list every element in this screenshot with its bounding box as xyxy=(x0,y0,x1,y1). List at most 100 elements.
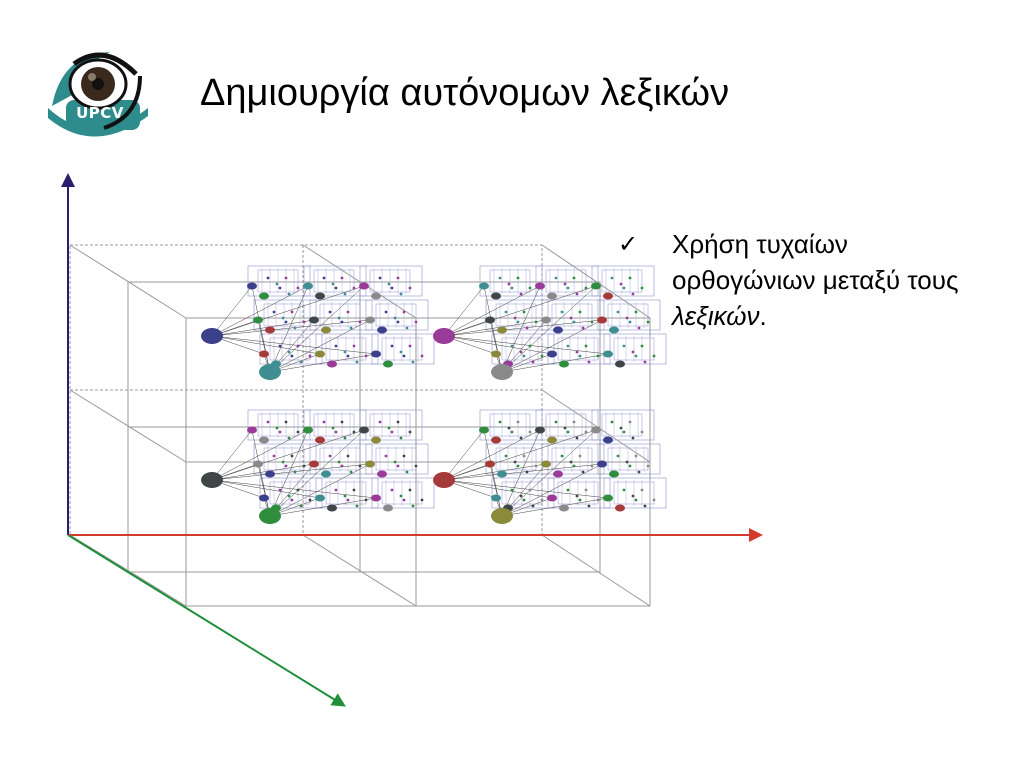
micro-node xyxy=(284,320,288,324)
small-node xyxy=(497,470,507,478)
dictionary-blocks xyxy=(201,265,667,524)
micro-node xyxy=(390,286,394,290)
small-node xyxy=(359,282,369,290)
subgrid-box xyxy=(485,299,549,331)
micro-node xyxy=(578,310,582,314)
micro-node xyxy=(528,488,532,492)
subgrid-box xyxy=(303,265,367,297)
micro-node xyxy=(402,498,406,502)
micro-node xyxy=(528,286,532,290)
micro-node xyxy=(266,276,270,280)
micro-node xyxy=(566,488,570,492)
micro-node xyxy=(334,488,338,492)
small-node xyxy=(609,470,619,478)
dictionary-block-top-left xyxy=(201,265,435,380)
small-node xyxy=(383,360,393,368)
micro-node xyxy=(507,282,511,286)
micro-node xyxy=(622,488,626,492)
subgrid-box xyxy=(535,265,599,297)
micro-node xyxy=(578,498,582,502)
micro-node xyxy=(631,436,635,440)
micro-node xyxy=(637,470,641,474)
micro-node xyxy=(563,426,567,430)
micro-node xyxy=(634,454,638,458)
micro-node xyxy=(328,310,332,314)
micro-node xyxy=(420,354,424,358)
micro-node xyxy=(384,310,388,314)
dictionary-block-top-right xyxy=(433,265,667,380)
connection-line xyxy=(501,285,597,373)
micro-node xyxy=(525,470,529,474)
micro-node xyxy=(281,316,285,320)
small-node xyxy=(383,504,393,512)
subgrid-box xyxy=(371,477,435,509)
micro-node xyxy=(584,488,588,492)
micro-node xyxy=(625,460,629,464)
small-node xyxy=(303,282,313,290)
micro-node xyxy=(622,430,626,434)
small-node xyxy=(303,426,313,434)
connection-line xyxy=(443,285,597,337)
micro-node xyxy=(616,310,620,314)
micro-node xyxy=(346,354,350,358)
micro-node xyxy=(281,460,285,464)
micro-node xyxy=(287,292,291,296)
micro-node xyxy=(507,426,511,430)
micro-node xyxy=(628,320,632,324)
small-node xyxy=(315,436,325,444)
subgrid-box xyxy=(365,299,429,331)
micro-node xyxy=(528,344,532,348)
small-node xyxy=(371,436,381,444)
micro-node xyxy=(584,344,588,348)
connection-line xyxy=(211,463,315,481)
micro-node xyxy=(302,320,306,324)
connection-line xyxy=(269,353,377,373)
small-node xyxy=(535,282,545,290)
connection-line xyxy=(443,319,603,337)
micro-node xyxy=(513,316,517,320)
micro-node xyxy=(519,494,523,498)
micro-node xyxy=(504,310,508,314)
subgrid-box xyxy=(359,265,423,297)
micro-node xyxy=(516,420,520,424)
micro-node xyxy=(355,360,359,364)
small-node xyxy=(597,316,607,324)
micro-node xyxy=(337,316,341,320)
connection-line xyxy=(251,429,271,517)
micro-node xyxy=(637,326,641,330)
micro-node xyxy=(634,498,638,502)
micro-node xyxy=(302,464,306,468)
connection-line xyxy=(483,285,503,373)
connection-line xyxy=(269,319,371,373)
connection-line xyxy=(501,319,603,373)
micro-node xyxy=(343,350,347,354)
subgrid-box xyxy=(315,477,379,509)
subgrid-box xyxy=(603,333,667,365)
micro-node xyxy=(287,494,291,498)
micro-node xyxy=(352,286,356,290)
small-node xyxy=(479,282,489,290)
subgrid-box xyxy=(479,265,543,297)
micro-node xyxy=(522,498,526,502)
micro-node xyxy=(619,282,623,286)
connection-line xyxy=(269,497,377,517)
small-node xyxy=(597,460,607,468)
connection-line xyxy=(211,429,253,481)
micro-node xyxy=(334,286,338,290)
micro-node xyxy=(587,504,591,508)
dictionary-block-bottom-left xyxy=(201,409,435,524)
small-node xyxy=(247,282,257,290)
subgrid-box xyxy=(547,477,611,509)
small-node xyxy=(315,350,325,358)
micro-node xyxy=(364,354,368,358)
small-node xyxy=(259,292,269,300)
subgrid-box xyxy=(371,333,435,365)
micro-node xyxy=(408,286,412,290)
micro-node xyxy=(399,436,403,440)
micro-node xyxy=(364,498,368,502)
small-node xyxy=(591,426,601,434)
micro-node xyxy=(566,286,570,290)
subgrid-box xyxy=(541,299,605,331)
micro-node xyxy=(384,454,388,458)
micro-node xyxy=(296,286,300,290)
